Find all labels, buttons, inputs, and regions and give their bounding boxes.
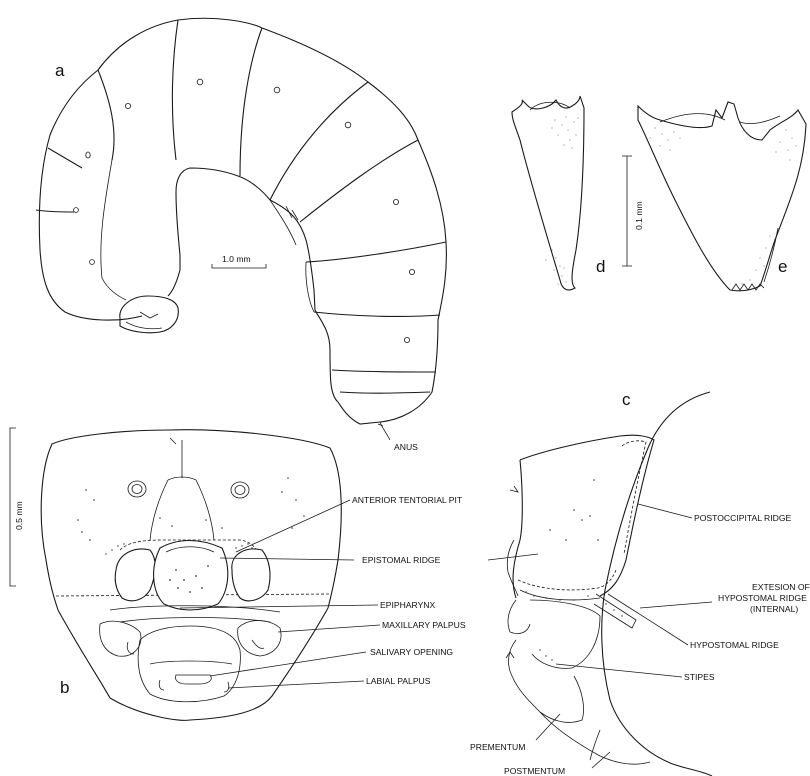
- scale-bar-b-label: 0.5 mm: [14, 501, 24, 530]
- scale-bar-de-label: 0.1 mm: [634, 201, 644, 230]
- label-hypostomal-ridge: HYPOSTOMAL RIDGE: [690, 640, 779, 650]
- label-extension-line3: (INTERNAL): [750, 604, 798, 614]
- larva-drawing: [36, 18, 446, 440]
- panel-label-b: b: [60, 678, 69, 697]
- mandible-d-drawing: [512, 96, 584, 290]
- panel-label-e: e: [778, 257, 787, 276]
- label-maxillary-palpus: MAXILLARY PALPUS: [382, 620, 466, 630]
- scale-bar-de: 0.1 mm: [622, 156, 644, 266]
- label-postoccipital-ridge: POSTOCCIPITAL RIDGE: [694, 513, 792, 523]
- label-prementum: PREMENTUM: [470, 742, 525, 752]
- scale-bar-b: 0.5 mm: [10, 428, 24, 586]
- panel-label-a: a: [55, 61, 65, 80]
- label-salivary-opening: SALIVARY OPENING: [370, 647, 453, 657]
- panel-label-c: c: [622, 390, 631, 409]
- label-labial-palpus: LABIAL PALPUS: [366, 676, 431, 686]
- label-anterior-tentorial-pit: ANTERIOR TENTORIAL PIT: [352, 495, 463, 505]
- head-lateral-drawing: [506, 392, 712, 776]
- panel-label-d: d: [596, 257, 605, 276]
- label-anus: ANUS: [394, 442, 418, 452]
- labels-c: POSTOCCIPITAL RIDGE EXTESION OF HYPOSTOM…: [470, 504, 810, 776]
- label-postmentum: POSTMENTUM: [504, 766, 565, 776]
- label-extension-line2: HYPOSTOMAL RIDGE: [718, 593, 807, 603]
- head-frontal-drawing: [41, 430, 341, 721]
- label-extension-line1: EXTESION OF: [752, 582, 810, 592]
- label-stipes: STIPES: [684, 672, 715, 682]
- label-epipharynx: EPIPHARYNX: [380, 600, 436, 610]
- label-epistomal-ridge: EPISTOMAL RIDGE: [362, 555, 441, 565]
- scale-bar-a: 1.0 mm: [212, 254, 266, 268]
- scale-bar-a-label: 1.0 mm: [222, 254, 251, 264]
